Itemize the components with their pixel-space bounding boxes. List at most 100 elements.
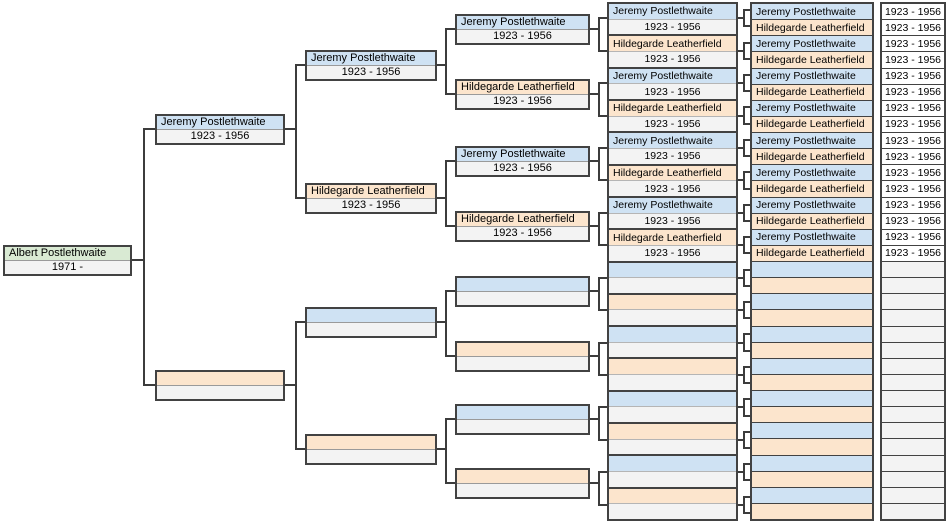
gen6-name-cell-20[interactable] [752, 310, 872, 327]
gen5-person-entry-9[interactable] [609, 262, 736, 295]
person-name [157, 372, 283, 386]
gen6-name-cell-19[interactable] [752, 294, 872, 311]
gen6-date-cell-20[interactable] [882, 310, 944, 327]
gen6-name-cell-16[interactable]: Hildegarde Leatherfield [752, 245, 872, 262]
gen6-date-cell-25[interactable] [882, 391, 944, 408]
gen6-date-cell-21[interactable] [882, 326, 944, 343]
gen5-person-entry-16[interactable] [609, 488, 736, 519]
gen6-date-cell-11[interactable]: 1923 - 1956 [882, 165, 944, 182]
gen6-date-cell-1[interactable]: 1923 - 1956 [882, 4, 944, 21]
gen6-date-cell-23[interactable] [882, 358, 944, 375]
gen6-date-cell-7[interactable]: 1923 - 1956 [882, 100, 944, 117]
gen4-person-box-7[interactable] [455, 404, 590, 435]
gen5-person-entry-14[interactable] [609, 424, 736, 457]
connector-line [738, 471, 745, 474]
gen6-name-cell-2[interactable]: Hildegarde Leatherfield [752, 20, 872, 37]
gen6-date-cell-24[interactable] [882, 374, 944, 391]
gen6-name-cell-17[interactable] [752, 262, 872, 279]
gen6-name-cell-21[interactable] [752, 326, 872, 343]
gen6-date-cell-30[interactable] [882, 471, 944, 488]
gen6-name-cell-3[interactable]: Jeremy Postlethwaite [752, 36, 872, 53]
gen6-date-cell-3[interactable]: 1923 - 1956 [882, 36, 944, 53]
gen3-person-box-3[interactable] [305, 307, 437, 338]
gen6-name-cell-26[interactable] [752, 407, 872, 424]
gen6-name-cell-7[interactable]: Jeremy Postlethwaite [752, 100, 872, 117]
connector-line [738, 309, 745, 312]
gen5-person-entry-11[interactable] [609, 327, 736, 360]
gen6-date-cell-28[interactable] [882, 439, 944, 456]
gen4-person-box-6[interactable] [455, 341, 590, 372]
gen6-name-cell-18[interactable] [752, 278, 872, 295]
gen6-name-cell-13[interactable]: Jeremy Postlethwaite [752, 197, 872, 214]
gen6-name-cell-14[interactable]: Hildegarde Leatherfield [752, 213, 872, 230]
gen5-person-entry-10[interactable] [609, 294, 736, 328]
gen6-date-cell-4[interactable]: 1923 - 1956 [882, 52, 944, 69]
gen6-name-cell-24[interactable] [752, 374, 872, 391]
gen6-name-cell-5[interactable]: Jeremy Postlethwaite [752, 68, 872, 85]
gen6-name-cell-25[interactable] [752, 391, 872, 408]
connector-line [743, 495, 745, 514]
gen6-name-cell-8[interactable]: Hildegarde Leatherfield [752, 116, 872, 133]
connector-line [445, 418, 447, 484]
gen6-date-cell-9[interactable]: 1923 - 1956 [882, 133, 944, 150]
gen6-name-cell-10[interactable]: Hildegarde Leatherfield [752, 149, 872, 166]
gen6-date-cell-26[interactable] [882, 407, 944, 424]
gen6-name-cell-23[interactable] [752, 358, 872, 375]
gen6-name-cell-22[interactable] [752, 342, 872, 359]
gen6-date-cell-15[interactable]: 1923 - 1956 [882, 229, 944, 246]
gen4-person-box-8[interactable] [455, 468, 590, 499]
gen6-name-cell-11[interactable]: Jeremy Postlethwaite [752, 165, 872, 182]
gen6-name-cell-31[interactable] [752, 487, 872, 504]
gen6-date-cell-17[interactable] [882, 262, 944, 279]
gen6-date-cell-6[interactable]: 1923 - 1956 [882, 84, 944, 101]
gen6-date-cell-18[interactable] [882, 278, 944, 295]
gen6-date-cell-31[interactable] [882, 487, 944, 504]
gen6-name-cell-27[interactable] [752, 423, 872, 440]
gen6-name-cell-30[interactable] [752, 471, 872, 488]
gen6-name-cell-9[interactable]: Jeremy Postlethwaite [752, 133, 872, 150]
gen4-person-box-5[interactable] [455, 276, 590, 307]
gen6-date-cell-19[interactable] [882, 294, 944, 311]
gen6-date-cell-14[interactable]: 1923 - 1956 [882, 213, 944, 230]
gen6-date-cell-16[interactable]: 1923 - 1956 [882, 245, 944, 262]
gen5-person-entry-13[interactable] [609, 391, 736, 425]
gen6-name-cell-6[interactable]: Hildegarde Leatherfield [752, 84, 872, 101]
gen6-date-cell-13[interactable]: 1923 - 1956 [882, 197, 944, 214]
gen6-name-cell-1[interactable]: Jeremy Postlethwaite [752, 4, 872, 21]
gen6-name-cell-4[interactable]: Hildegarde Leatherfield [752, 52, 872, 69]
gen6-name-cell-29[interactable] [752, 455, 872, 472]
gen6-name-cell-32[interactable] [752, 503, 872, 519]
gen6-date-cell-29[interactable] [882, 455, 944, 472]
gen2-person-box-2[interactable] [155, 370, 285, 401]
gen5-person-entry-15[interactable] [609, 456, 736, 489]
gen6-date-cell-10[interactable]: 1923 - 1956 [882, 149, 944, 166]
gen6-date-cell-8[interactable]: 1923 - 1956 [882, 116, 944, 133]
gen6-name-cell-28[interactable] [752, 439, 872, 456]
gen6-date-cell-12[interactable]: 1923 - 1956 [882, 181, 944, 198]
gen3-person-box-4[interactable] [305, 434, 437, 465]
gen6-name-cell-12[interactable]: Hildegarde Leatherfield [752, 181, 872, 198]
gen6-date-cell-32[interactable] [882, 503, 944, 519]
gen6-date-cell-27[interactable] [882, 423, 944, 440]
gen5-person-entry-12[interactable] [609, 359, 736, 392]
gen6-date-cell-2[interactable]: 1923 - 1956 [882, 20, 944, 37]
gen6-name-cell-15[interactable]: Jeremy Postlethwaite [752, 229, 872, 246]
gen6-date-cell-22[interactable] [882, 342, 944, 359]
gen6-date-cell-5[interactable]: 1923 - 1956 [882, 68, 944, 85]
